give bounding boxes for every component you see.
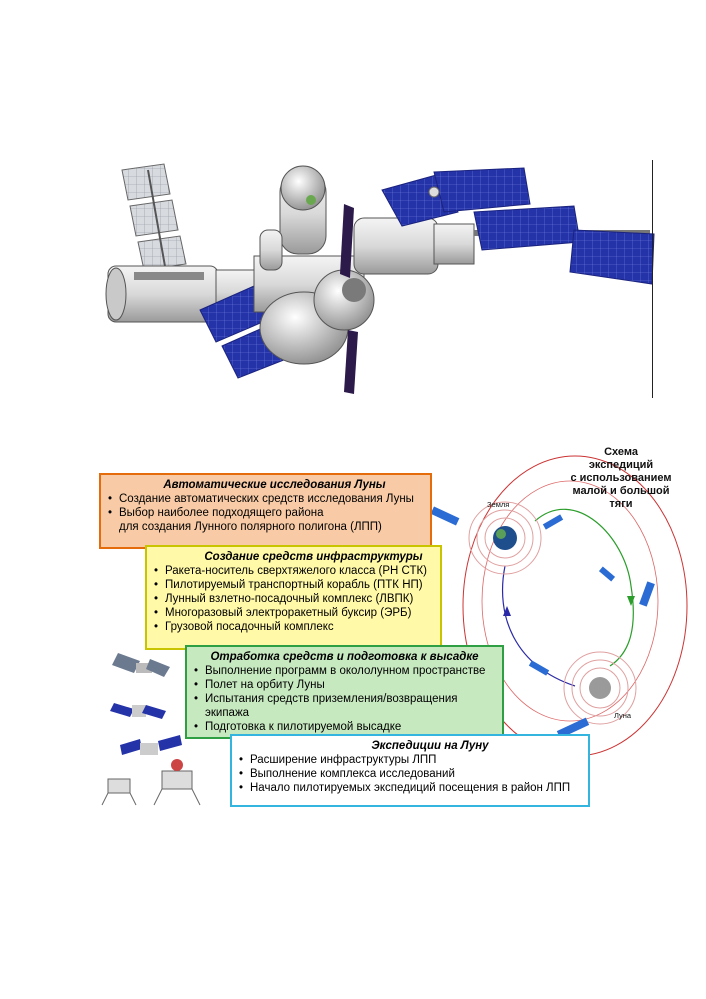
cargo-lander-icon	[153, 759, 201, 806]
list-item: Ракета-носитель сверхтяжелого класса (РН…	[153, 564, 434, 578]
earth-orbit-rings	[468, 501, 542, 575]
cargo-tug-icon	[120, 735, 182, 755]
arrow-up-icon	[503, 606, 511, 616]
list-item: Создание автоматических средств исследов…	[107, 492, 424, 506]
list-item: Выбор наиболее подходящего района	[107, 506, 424, 520]
dark-radiator-panels	[340, 204, 358, 394]
moon-orbit-rings	[563, 651, 637, 725]
expedition-orbit-scheme	[430, 455, 688, 757]
spacecraft-illustrations	[101, 653, 201, 806]
list-item: Полет на орбиту Луны	[193, 678, 496, 692]
box-title: Экспедиции на Луну	[371, 740, 489, 752]
list-item: Выполнение комплекса исследований	[238, 767, 582, 781]
transport-ship-icon	[110, 703, 166, 719]
arrow-down-icon	[627, 596, 635, 606]
list-item: Испытания средств приземления/возвращени…	[193, 692, 496, 706]
list-item: Подготовка к пилотируемой высадке	[193, 720, 496, 734]
list-item: Выполнение программ в окололунном простр…	[193, 664, 496, 678]
stage-box-automatic-research: Автоматические исследования Луны Создани…	[99, 473, 432, 549]
satellite-icons	[430, 506, 655, 739]
blue-return-path	[501, 565, 576, 687]
list-item: Грузовой посадочный комплекс	[153, 620, 434, 634]
stage-box-infrastructure: Создание средств инфраструктуры Ракета-н…	[145, 545, 442, 650]
list-item: Начало пилотируемых экспедиций посещения…	[238, 781, 582, 795]
tug-craft-icon	[112, 653, 170, 677]
stage-box-testing: Отработка средств и подготовка к высадке…	[185, 645, 504, 739]
left-solar-array	[121, 163, 187, 273]
list-item: Лунный взлетно-посадочный комплекс (ЛВПК…	[153, 592, 434, 606]
earth-label: Земля	[487, 500, 510, 509]
stage-box-expeditions: Экспедиции на Луну Расширение инфраструк…	[230, 734, 590, 807]
transfer-orbit-inner	[481, 480, 659, 722]
right-solar-array	[381, 167, 655, 285]
list-item: Многоразовый электроракетный буксир (ЭРБ…	[153, 606, 434, 620]
moon-label: Луна	[614, 711, 632, 720]
frame-line	[652, 160, 653, 398]
list-item: для создания Лунного полярного полигона …	[119, 521, 382, 533]
green-transfer-path	[534, 508, 634, 667]
list-item: Пилотируемый транспортный корабль (ПТК Н…	[153, 578, 434, 592]
list-item: экипажа	[205, 707, 250, 719]
lunar-lander-icon	[101, 778, 137, 806]
scheme-title: Схема экспедиций с использованием малой …	[570, 446, 672, 510]
box-title: Создание средств инфраструктуры	[204, 551, 423, 563]
space-station-illustration	[105, 163, 655, 394]
box-title: Отработка средств и подготовка к высадке	[210, 651, 479, 663]
list-item: Расширение инфраструктуры ЛПП	[238, 753, 582, 767]
box-title: Автоматические исследования Луны	[163, 479, 386, 491]
